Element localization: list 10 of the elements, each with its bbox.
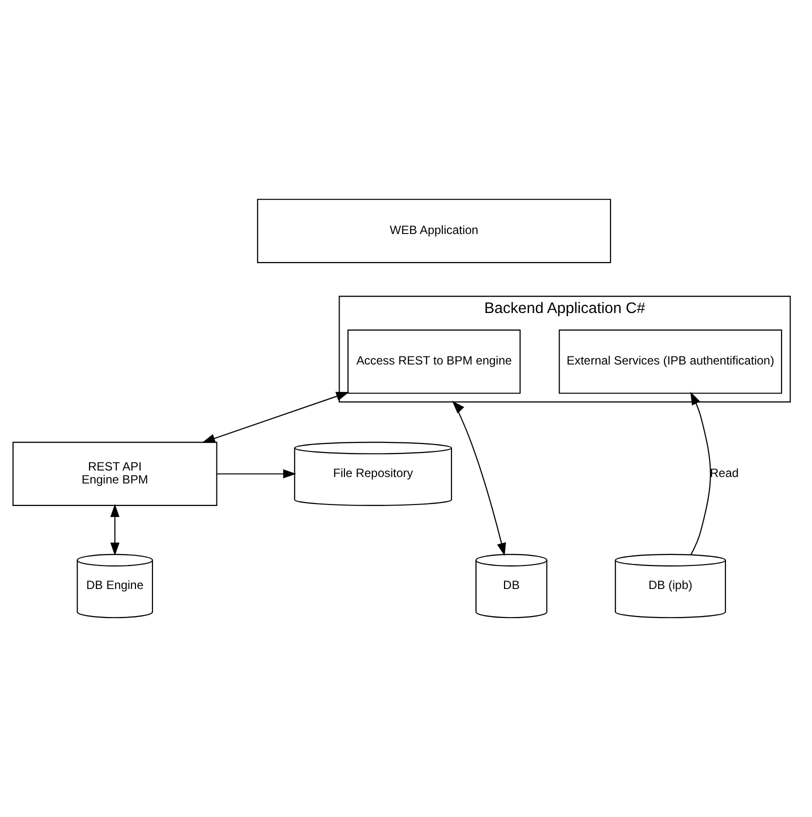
edge-label: Read: [710, 466, 739, 480]
arrow: [452, 400, 506, 556]
arrow: [216, 469, 296, 478]
arrow: [110, 504, 120, 556]
node-box: External Services (IPB authentification): [558, 330, 782, 394]
node-box: Access REST to BPM engine: [347, 330, 521, 394]
node-box: WEB Application: [257, 198, 612, 264]
node-box: REST API Engine BPM: [12, 442, 218, 506]
arrow: [202, 392, 350, 443]
arrow: [690, 392, 711, 555]
